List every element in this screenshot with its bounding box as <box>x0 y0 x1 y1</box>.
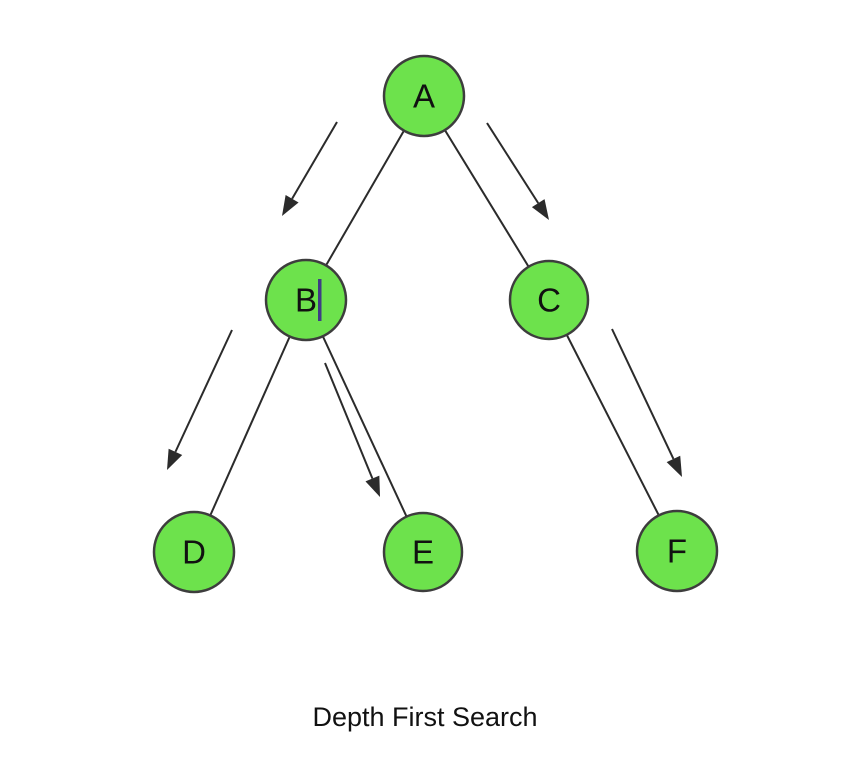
node-E[interactable]: E <box>382 511 464 593</box>
arrow-A-to-B[interactable] <box>282 121 338 216</box>
arrow-A-to-C[interactable] <box>486 122 549 220</box>
arrow-B-to-E-shaft <box>324 362 374 479</box>
node-A[interactable]: A <box>382 54 466 138</box>
node-circle-F[interactable] <box>635 509 719 593</box>
diagram-caption[interactable]: Depth First Search <box>312 702 538 732</box>
text-cursor <box>318 279 322 321</box>
arrow-C-to-F-head <box>666 455 682 477</box>
node-label-F: F <box>667 533 687 570</box>
arrow-B-to-E[interactable] <box>324 362 380 497</box>
arrow-B-to-D-head <box>167 448 183 470</box>
edge-C-F[interactable] <box>548 299 678 552</box>
arrow-B-to-D[interactable] <box>167 329 233 470</box>
node-F[interactable]: F <box>635 509 719 593</box>
edge-B-D[interactable] <box>193 299 307 553</box>
node-label-D: D <box>182 534 206 571</box>
arrow-C-to-F-shaft <box>611 328 675 460</box>
node-label-A: A <box>413 78 435 115</box>
node-D[interactable]: D <box>152 510 236 594</box>
node-B[interactable]: B <box>264 258 348 342</box>
node-circle-B[interactable] <box>264 258 348 342</box>
node-circle-D[interactable] <box>152 510 236 594</box>
arrow-A-to-C-head <box>531 199 549 220</box>
arrow-B-to-E-head <box>365 475 380 497</box>
node-label-E: E <box>412 534 434 571</box>
node-circle-A[interactable] <box>382 54 466 138</box>
arrow-A-to-B-head <box>282 194 299 216</box>
arrow-C-to-F[interactable] <box>611 328 682 477</box>
node-label-C: C <box>537 282 561 319</box>
arrow-A-to-B-shaft <box>291 121 338 200</box>
node-circle-C[interactable] <box>508 259 590 341</box>
node-circle-E[interactable] <box>382 511 464 593</box>
edge-B-E[interactable] <box>305 299 424 553</box>
node-label-B: B <box>295 282 317 319</box>
arrow-B-to-D-shaft <box>174 329 233 453</box>
arrow-A-to-C-shaft <box>486 122 540 204</box>
node-C[interactable]: C <box>508 259 590 341</box>
